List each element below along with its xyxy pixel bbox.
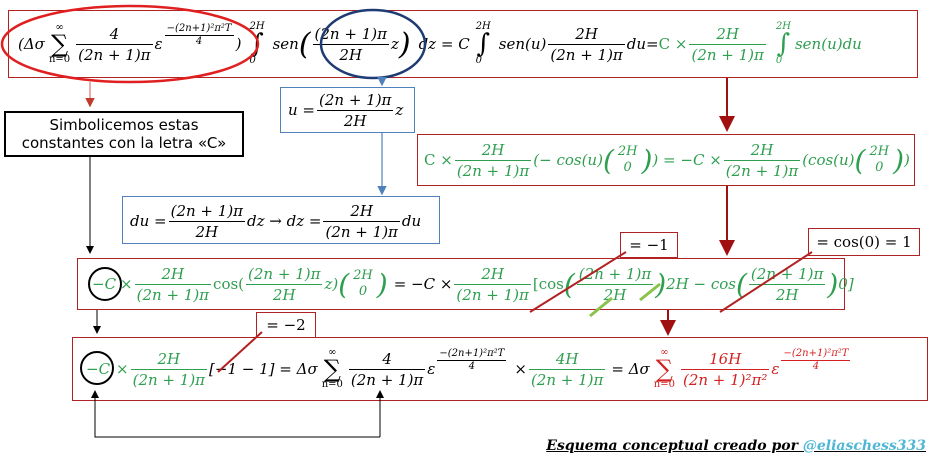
sum-symbol: ∑ — [50, 30, 69, 58]
annotation-minus-one: = −1 — [620, 232, 678, 258]
result-expression: −C × 2H(2n + 1)π [−1 − 1] = Δσ ∞ ∑ n=0 4… — [86, 347, 851, 390]
neg-c-circle-row4 — [80, 351, 114, 385]
constants-label: Simbolicemos estas constantes con la let… — [21, 116, 227, 152]
slash-cos-zero — [719, 251, 813, 313]
footer-credit: Esquema conceptual creado por @eliasches… — [546, 438, 926, 454]
constants-ellipse — [0, 4, 260, 84]
bottom-connector — [94, 396, 380, 438]
result-box — [72, 337, 928, 401]
main-equation-box — [8, 10, 918, 78]
slash-minus-one — [529, 251, 627, 313]
author-handle-link[interactable]: @eliaschess333 — [802, 438, 926, 454]
neg-c-circle-row3 — [88, 267, 122, 301]
annotation-cos-zero: = cos(0) = 1 — [808, 228, 920, 256]
du-definition-box — [122, 196, 440, 244]
cancel-strike-2 — [639, 282, 661, 302]
argument-ellipse — [319, 8, 427, 80]
cancel-strike-1 — [589, 296, 613, 318]
annotation-minus-two: = −2 — [256, 312, 316, 338]
constants-label-box: Simbolicemos estas constantes con la let… — [4, 111, 244, 157]
slash-minus-two — [217, 331, 263, 373]
